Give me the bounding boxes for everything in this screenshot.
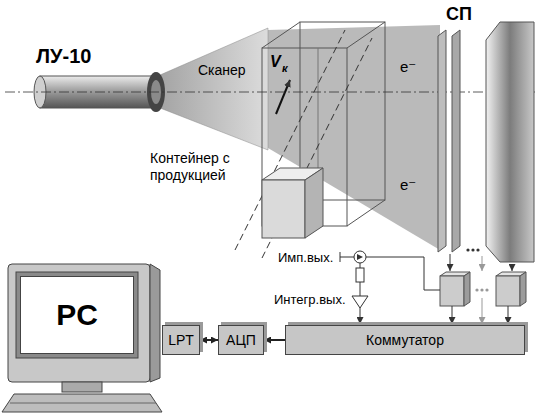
- signal-arrow: [508, 306, 509, 324]
- ellipsis-dot: [485, 288, 488, 291]
- particle-symbol-holder: e⁻: [400, 176, 416, 194]
- part-name: СП: [446, 4, 472, 24]
- connector-mark: [357, 254, 363, 260]
- keyboard-row: [10, 403, 156, 404]
- integrator-side: [520, 272, 526, 306]
- port-box: LPT: [162, 325, 200, 355]
- scanner-horn: [160, 28, 268, 150]
- monitor-bezel: [16, 272, 138, 358]
- computer-screen: PC: [20, 276, 134, 354]
- integrator-box: [440, 276, 464, 306]
- part-name-holder: Сканер: [198, 62, 246, 79]
- box-text: Коммутатор: [366, 332, 444, 348]
- pulse-output-tick: [340, 252, 341, 262]
- machine-name-holder: ЛУ-10: [36, 44, 91, 68]
- detector-absorber: [486, 22, 534, 262]
- signal-name-holder: Имп.вых.: [278, 250, 333, 266]
- signal-arrow: [452, 306, 453, 324]
- monitor-body: [8, 264, 150, 382]
- ellipsis-dot: [476, 248, 479, 251]
- velocity-arrow: [276, 80, 290, 114]
- particle-symbol: e⁻: [400, 58, 416, 75]
- monitor-side: [150, 264, 160, 382]
- data-arrow: [264, 339, 285, 341]
- integrator-side: [464, 272, 470, 306]
- ellipsis-dot: [466, 248, 469, 251]
- signal-wire: [360, 282, 361, 296]
- signal-wire: [360, 263, 361, 268]
- velocity-symbol: V: [270, 53, 281, 70]
- signal-wire: [366, 257, 440, 290]
- signal-arrow: [512, 264, 513, 271]
- frame-edge: [347, 200, 385, 226]
- box-text: АЦП: [226, 332, 256, 348]
- part-name-holder: Контейнер с продукцией: [150, 150, 250, 184]
- machine-name: ЛУ-10: [36, 45, 91, 67]
- pulse-output-wire: [340, 257, 354, 258]
- box-text: LPT: [168, 332, 194, 348]
- container-front: [262, 180, 305, 238]
- integrator-box: [496, 276, 520, 306]
- signal-arrow: [360, 308, 361, 324]
- part-name-holder: СП: [446, 4, 472, 26]
- ellipsis-dot: [480, 288, 483, 291]
- keyboard: [2, 394, 162, 412]
- detector-plate: [452, 30, 460, 252]
- switch-box: Коммутатор: [285, 325, 525, 355]
- conveyor-line: [235, 30, 345, 250]
- adc-box: АЦП: [218, 325, 264, 355]
- amplifier-symbol: [352, 296, 368, 308]
- frame-edge: [347, 22, 385, 48]
- signal-arrow: [450, 254, 451, 271]
- signal-name-holder: Интегр.вых.: [274, 292, 346, 308]
- velocity-subscript: к: [282, 62, 288, 74]
- resistor-symbol: [356, 268, 364, 282]
- ellipsis-dot: [475, 288, 478, 291]
- signal-arrow: [482, 298, 483, 324]
- ellipsis-dot: [471, 248, 474, 251]
- particle-symbol: e⁻: [400, 176, 416, 193]
- detector-plate: [438, 30, 446, 252]
- signal-arrow: [482, 256, 483, 271]
- container-side: [305, 168, 323, 238]
- part-name: Контейнер с продукцией: [150, 150, 230, 183]
- frame-edge: [262, 22, 300, 48]
- signal-name: Имп.вых.: [278, 250, 333, 265]
- output-connector: [354, 251, 366, 263]
- conveyor-line: [262, 38, 372, 258]
- velocity-symbol-holder: V: [270, 52, 281, 71]
- signal-name: Интегр.вых.: [274, 292, 346, 307]
- velocity-subscript-holder: к: [282, 62, 288, 75]
- part-name: Сканер: [198, 62, 246, 78]
- particle-symbol-holder: e⁻: [400, 58, 416, 76]
- data-arrow: [200, 339, 218, 341]
- box-text: PC: [56, 298, 98, 333]
- monitor-stand: [62, 382, 102, 392]
